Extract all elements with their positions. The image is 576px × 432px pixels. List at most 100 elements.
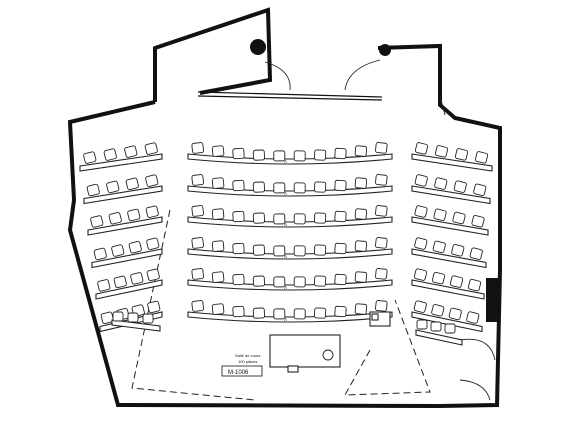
chair (413, 300, 427, 313)
chair (127, 208, 141, 222)
chair (354, 240, 368, 252)
row-label: A (284, 222, 287, 227)
chair (293, 276, 306, 288)
chair (413, 268, 428, 281)
chair (334, 210, 347, 223)
chair (432, 240, 446, 254)
chair (449, 275, 464, 288)
chair (142, 313, 154, 324)
desk-row-left (79, 153, 163, 172)
chair (232, 147, 245, 160)
chair (252, 275, 265, 287)
chair (83, 151, 97, 164)
chair (293, 308, 306, 320)
desk-row-left (87, 216, 163, 236)
chair (334, 273, 347, 286)
row-label: A (284, 191, 287, 196)
chair (145, 174, 159, 187)
right-wall-block (486, 278, 498, 322)
room-caption-line2: 100 places (238, 359, 257, 364)
desk-row-right (411, 153, 493, 172)
chair (124, 145, 138, 158)
chair (431, 271, 446, 285)
chair (86, 183, 100, 197)
chair (354, 145, 368, 157)
chair (93, 247, 107, 261)
chair (112, 311, 124, 322)
chair (293, 150, 306, 162)
chair (125, 177, 139, 191)
chair (211, 208, 225, 220)
chair (414, 142, 429, 155)
door-swing-bottom-right (459, 338, 496, 401)
chair (430, 321, 442, 332)
chair (191, 268, 204, 280)
chair (191, 300, 204, 312)
column-left (250, 39, 266, 55)
chair (451, 244, 465, 257)
chair (334, 305, 347, 318)
chair (211, 240, 225, 252)
chair (434, 145, 449, 158)
door-swing-right (344, 59, 381, 91)
chair (144, 142, 158, 155)
chair (354, 271, 368, 283)
desk-row-left-front (111, 319, 161, 332)
chair (448, 307, 462, 321)
chair (145, 205, 159, 218)
desk-row-right (411, 248, 487, 269)
chair (314, 244, 327, 256)
desk-row-right (411, 216, 489, 236)
room-number: M-1006 (228, 370, 249, 376)
chair (416, 319, 428, 330)
stage-front-line-2 (197, 95, 383, 101)
chair (232, 210, 245, 223)
chair (108, 212, 122, 225)
room-label: Salle de cours 100 places M-1006 (221, 353, 263, 377)
column-right (379, 44, 391, 56)
desk-row-right (411, 311, 483, 333)
equipment-cabinet-inner (371, 313, 379, 321)
chair (191, 174, 204, 186)
chair (113, 275, 127, 289)
chair (273, 150, 286, 162)
chair (191, 142, 204, 154)
chair (147, 300, 161, 314)
chair (252, 149, 265, 161)
chair (103, 148, 117, 161)
chair (211, 177, 225, 189)
chair (273, 276, 286, 288)
chair (211, 145, 225, 157)
chair (273, 213, 286, 225)
desk-row-left (83, 185, 163, 205)
chair (127, 312, 139, 323)
chair (469, 247, 483, 260)
chair (252, 212, 265, 224)
chair (90, 215, 104, 228)
desk-row-right (411, 279, 485, 300)
desk-row-left (95, 279, 163, 300)
lecturer-podium (287, 365, 299, 373)
chair (146, 237, 160, 251)
door-right-jamb (439, 95, 446, 116)
chair (434, 177, 448, 190)
row-label: A (284, 159, 287, 164)
row-label: A (284, 317, 287, 322)
chair (334, 242, 347, 255)
room-caption-line1: Salle de cours (235, 353, 260, 358)
chair (232, 305, 245, 318)
projection-cone-right (344, 299, 431, 396)
chair (293, 182, 306, 194)
chair (314, 149, 327, 161)
chair (474, 151, 489, 164)
chair (354, 208, 368, 220)
chair (473, 183, 487, 197)
outer-wall (153, 7, 273, 102)
door-swing-left (264, 61, 291, 91)
chair (452, 211, 466, 225)
chair (273, 245, 286, 257)
chair (293, 213, 306, 225)
chair (471, 215, 485, 228)
